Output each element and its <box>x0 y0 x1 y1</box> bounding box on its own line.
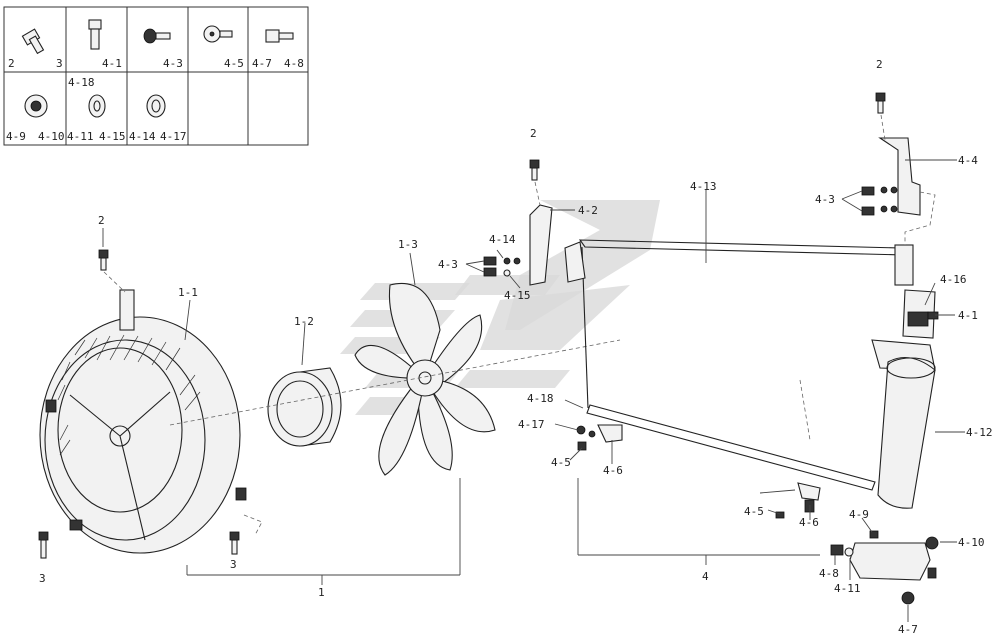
callout-3-left: 3 <box>39 572 46 585</box>
callout-2-mid: 2 <box>530 127 537 140</box>
legend-spring-washer-icon <box>146 94 166 118</box>
callout-4-2: 4-2 <box>578 204 598 217</box>
callout-4-5-low: 4-5 <box>744 505 764 518</box>
legend-hex-bolt-icon <box>265 29 294 43</box>
callout-4-7: 4-7 <box>898 623 918 636</box>
legend-grommet-screw-icon <box>203 25 233 43</box>
legend-washer-icon <box>88 94 106 118</box>
callout-4-15: 4-15 <box>504 289 531 302</box>
bolt-3-right <box>229 531 240 555</box>
legend-label-4-15: 4-15 <box>99 130 126 143</box>
callout-1-1: 1-1 <box>178 286 198 299</box>
legend-label-4-17: 4-17 <box>160 130 187 143</box>
fan-blade-part <box>354 283 496 476</box>
fan-axis-line <box>169 339 621 426</box>
legend-label-2: 2 <box>8 57 15 70</box>
callout-4-11: 4-11 <box>834 582 861 595</box>
callout-1-2: 1-2 <box>294 315 314 328</box>
callout-1: 1 <box>318 586 325 599</box>
callout-labels: 2 1-1 1-2 1-3 3 3 1 2 4-2 4-14 4-3 4-15 … <box>39 58 993 636</box>
callout-4-8: 4-8 <box>819 567 839 580</box>
bracket-4-4 <box>875 92 936 245</box>
callout-4-13: 4-13 <box>690 180 717 193</box>
fan-shroud-part <box>39 289 263 554</box>
bracket-4-6-mid <box>576 424 623 451</box>
receiver-drier-part <box>871 289 939 509</box>
legend-label-4-3: 4-3 <box>163 57 183 70</box>
legend-table: 2 3 4-1 4-3 4-5 4-7 4-8 <box>3 6 309 146</box>
callout-4-17: 4-17 <box>518 418 545 431</box>
callout-4-14: 4-14 <box>489 233 516 246</box>
legend-bolt-icon <box>21 28 45 55</box>
bracket-4-6-low <box>759 482 821 519</box>
callout-4-3-mid: 4-3 <box>438 258 458 271</box>
legend-label-4-18: 4-18 <box>68 76 95 89</box>
callout-4-6-low: 4-6 <box>799 516 819 529</box>
legend-label-4-5: 4-5 <box>224 57 244 70</box>
callout-4-18: 4-18 <box>527 392 554 405</box>
callout-3-right: 3 <box>230 558 237 571</box>
legend-label-3: 3 <box>56 57 63 70</box>
callout-4-4: 4-4 <box>958 154 978 167</box>
condenser-part <box>564 239 914 491</box>
hardware-4-3-right <box>861 186 898 216</box>
callout-4: 4 <box>702 570 709 583</box>
bolt-2-fan <box>98 228 126 293</box>
callout-1-3: 1-3 <box>398 238 418 251</box>
callout-2-right: 2 <box>876 58 883 71</box>
hardware-4-3-mid <box>483 256 521 277</box>
legend-flange-bolt-icon <box>88 19 102 50</box>
legend-label-4-11: 4-11 <box>67 130 94 143</box>
legend-nut-icon <box>24 94 48 118</box>
callout-4-16: 4-16 <box>940 273 967 286</box>
callout-2-fan: 2 <box>98 214 105 227</box>
legend-label-4-10: 4-10 <box>38 130 65 143</box>
callout-4-6-mid: 4-6 <box>603 464 623 477</box>
callout-4-10: 4-10 <box>958 536 985 549</box>
callout-4-9: 4-9 <box>849 508 869 521</box>
legend-label-4-9: 4-9 <box>6 130 26 143</box>
callout-4-12: 4-12 <box>966 426 993 439</box>
fan-motor-part <box>267 367 342 447</box>
callout-4-1: 4-1 <box>958 309 978 322</box>
legend-label-4-1: 4-1 <box>102 57 122 70</box>
bracket-4-2 <box>529 159 553 286</box>
clamp-4-8 <box>830 530 939 605</box>
callout-4-3-right: 4-3 <box>815 193 835 206</box>
legend-label-4-7: 4-7 <box>252 57 272 70</box>
bolt-3-left <box>38 531 49 559</box>
legend-label-4-8: 4-8 <box>284 57 304 70</box>
callout-4-5-mid: 4-5 <box>551 456 571 469</box>
callout-leaders <box>184 159 965 622</box>
legend-label-4-14: 4-14 <box>129 130 156 143</box>
legend-screw-washer-icon <box>143 28 171 44</box>
